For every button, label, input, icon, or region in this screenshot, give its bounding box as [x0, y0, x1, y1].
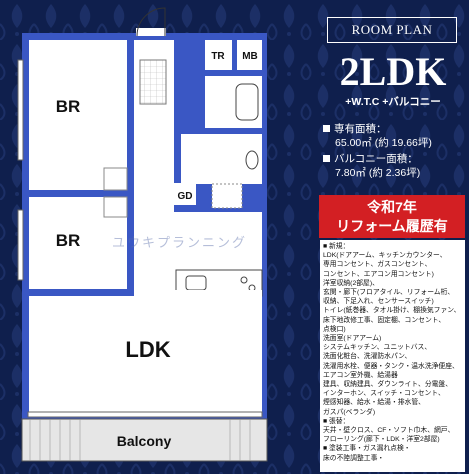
watermark: ユウキプランニング	[112, 235, 248, 250]
ldk-room	[29, 296, 262, 412]
gd-label: GD	[178, 191, 193, 202]
note-line: 煙感知器、給水・給湯・排水管、	[323, 399, 425, 407]
note-line: 洋室収納(2部屋)、	[323, 279, 379, 287]
window	[17, 209, 24, 281]
note-line: コンセント、エアコン用コンセント)	[323, 270, 434, 278]
stove-burner	[240, 276, 248, 284]
closet-2	[103, 196, 128, 218]
washing-area	[211, 183, 243, 209]
mb-label: MB	[242, 51, 258, 62]
floor-plan: BR BR LDK TR MB GD Balcony	[17, 7, 268, 462]
tr-label: TR	[211, 51, 225, 62]
ldk-kitchen-opening	[174, 290, 262, 298]
renovation-badge: 令和7年 リフォーム履歴有	[319, 195, 465, 238]
balcony-label: Balcony	[117, 433, 172, 449]
bathtub	[235, 83, 259, 121]
note-line: 玄関・廊下(フロアタイル、リフォーム桁、	[323, 289, 455, 297]
note-line: システムキッチン、ユニットバス、	[323, 344, 432, 352]
info-panel: ROOM PLAN 2LDK +W.T.C +バルコニー 専有面積： 65.00…	[317, 0, 469, 474]
toilet	[245, 150, 259, 170]
br1-room	[29, 40, 127, 190]
floor-area: 専有面積： 65.00㎡ (約 19.66坪)	[323, 122, 432, 150]
balcony-area-info: バルコニー面積： 7.80㎡ (約 2.36坪)	[323, 152, 420, 180]
note-line: 天井・壁クロス、CF・ソフト巾木、網戸、	[323, 427, 455, 435]
note-line: 収納、下足入れ、センサースイッチ)	[323, 298, 434, 306]
window	[27, 411, 263, 418]
note-line: トイレ(紙巻器、タオル掛け、棚換気ファン、	[323, 307, 461, 315]
note-line: LDK(ドアアーム、キッチンカウンター、	[323, 252, 447, 260]
balcony-area	[21, 418, 268, 462]
note-line: 洗面室(ドアアーム)	[323, 335, 382, 343]
gd-closet	[174, 183, 196, 205]
note-line: 洗濯用水栓、便器・タンク・温水洗浄便座、	[323, 362, 459, 370]
br2-label: BR	[56, 231, 81, 250]
ldk-label: LDK	[125, 337, 170, 362]
note-line: 点検口)	[323, 325, 346, 333]
mb-closet	[237, 40, 262, 70]
note-line: インターホン、スイッチ・コンセント、	[323, 390, 445, 398]
note-line: エアコン室外機、給湯器	[323, 371, 398, 379]
note-line: 建具、収納建具、ダウンライト、分電盤、	[323, 381, 453, 389]
layout-subtitle: +W.T.C +バルコニー	[345, 96, 441, 108]
closet-1	[103, 167, 128, 191]
sink	[185, 275, 207, 291]
note-line: 洗面化粧台、洗濯防水パン、	[323, 353, 412, 361]
note-line: 床の不陸調整工事・	[323, 454, 385, 462]
note-line: ■ 新規：	[323, 243, 350, 250]
note-line: ガスパ(ベランダ)	[323, 408, 376, 416]
note-line: ■ 塗装工事・ガス漏れ点検・	[323, 445, 411, 453]
entry-door-gap	[136, 28, 166, 36]
genkan-tiles	[139, 59, 167, 105]
renovation-notes: ■ 新規： LDK(ドアアーム、キッチンカウンター、専用コンセント、ガスコンセント…	[320, 240, 465, 472]
window	[17, 59, 24, 161]
note-line: 専用コンセント、ガスコンセント、	[323, 261, 432, 269]
room-plan-title: ROOM PLAN	[327, 17, 457, 43]
note-line: ■ 張替：	[323, 417, 350, 425]
ldk-hall-opening	[134, 288, 174, 298]
bullet-square-icon	[323, 125, 330, 132]
br1-label: BR	[56, 97, 81, 116]
note-line: 床下地改修工事、固定棚、コンセント、	[323, 316, 446, 324]
tr-closet	[205, 40, 232, 70]
bullet-square-icon	[323, 155, 330, 162]
note-line: フローリング(廊下・LDK・洋室2部屋)	[323, 436, 440, 444]
layout-type: 2LDK	[339, 49, 447, 94]
